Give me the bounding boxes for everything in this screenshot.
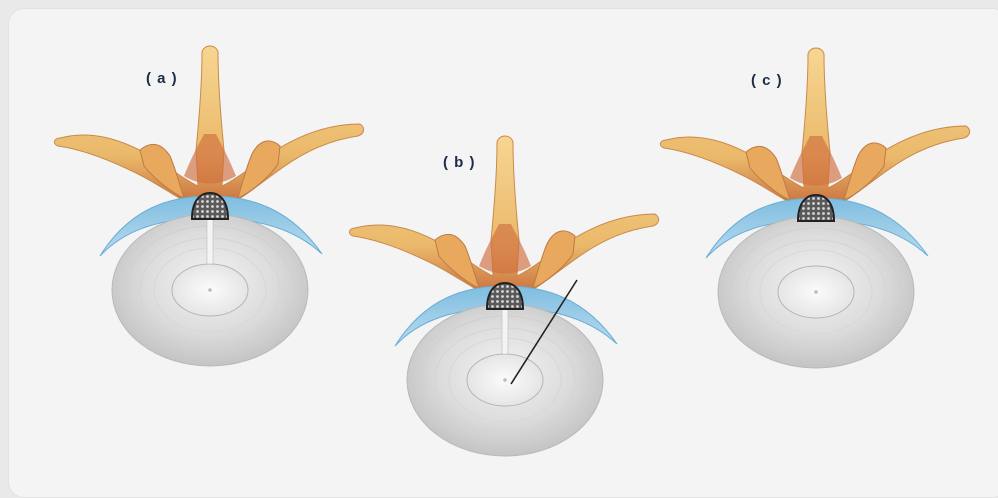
vertebra-diagram-c — [646, 42, 986, 382]
herniation-channel — [207, 216, 213, 264]
herniation-channel — [502, 306, 508, 354]
vertebra-diagram-b — [335, 130, 675, 470]
vertebra-diagram-a — [40, 40, 380, 380]
